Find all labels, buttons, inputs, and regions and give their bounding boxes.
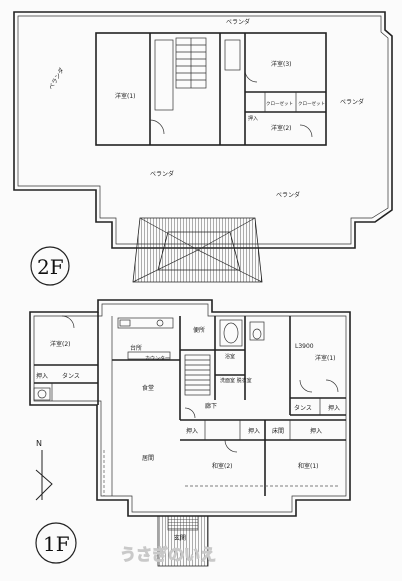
floor-2f-text: 2F	[37, 255, 64, 279]
storage-label-2f: 押入	[248, 115, 258, 122]
entrance-label: 玄関	[174, 534, 186, 542]
first-floor-outline	[29, 299, 351, 517]
storage-label-mid-2: 押入	[248, 427, 260, 435]
dimension-label: L3900	[295, 343, 314, 350]
floor-2f-badge	[30, 246, 70, 286]
cabinet-label: 床間	[272, 427, 284, 435]
western-room-1-label-1f: 洋室(1)	[315, 354, 336, 362]
counter-label: カウンター	[145, 355, 170, 362]
western-room-2-label-2f: 洋室(2)	[271, 124, 292, 132]
storage-label-mid-3: 押入	[310, 427, 322, 435]
floor-1f-badge	[35, 522, 77, 564]
north-arrow	[35, 450, 53, 501]
north-label: N	[36, 439, 42, 448]
second-floor-plan	[13, 11, 393, 283]
japanese-room-1-label: 和室(1)	[298, 462, 319, 470]
storage-label-left: 押入	[36, 372, 48, 380]
tansu-label-left: タンス	[62, 372, 80, 380]
living-label: 居間	[142, 455, 154, 462]
japanese-room-2-label: 和室(2)	[212, 462, 233, 470]
veranda-label-bottom: ベランダ	[150, 170, 174, 178]
veranda-label-right: ベランダ	[340, 98, 364, 106]
veranda-outline	[13, 11, 393, 249]
storage-label-right: 押入	[328, 404, 340, 412]
bath-label: 浴室	[225, 353, 235, 360]
kitchen-label: 台所	[130, 344, 142, 352]
second-floor-house-block	[95, 32, 327, 146]
corridor-label: 廊下	[205, 402, 217, 410]
veranda-label-left: ベランダ	[47, 66, 66, 91]
western-room-3-label: 洋室(3)	[271, 60, 292, 68]
western-room-1-label-2f: 洋室(1)	[115, 92, 136, 100]
tansu-label-right: タンス	[294, 404, 312, 412]
first-floor-plan	[29, 299, 351, 567]
closet-label-2: クローゼット	[298, 100, 325, 107]
watermark-text: うさぎのいえ	[120, 545, 216, 564]
western-room-2-label-1f: 洋室(2)	[50, 340, 71, 348]
veranda-label-bottom-right: ベランダ	[276, 191, 300, 199]
washroom-label: 洗面室 脱衣室	[220, 377, 252, 384]
closet-label-1: クローゼット	[266, 100, 293, 107]
veranda-label-top: ベランダ	[226, 18, 250, 26]
storage-label-mid-1: 押入	[186, 427, 198, 435]
toilet-label: 便所	[193, 326, 205, 334]
dining-label: 食堂	[142, 384, 154, 392]
floor-1f-text: 1F	[43, 532, 70, 556]
